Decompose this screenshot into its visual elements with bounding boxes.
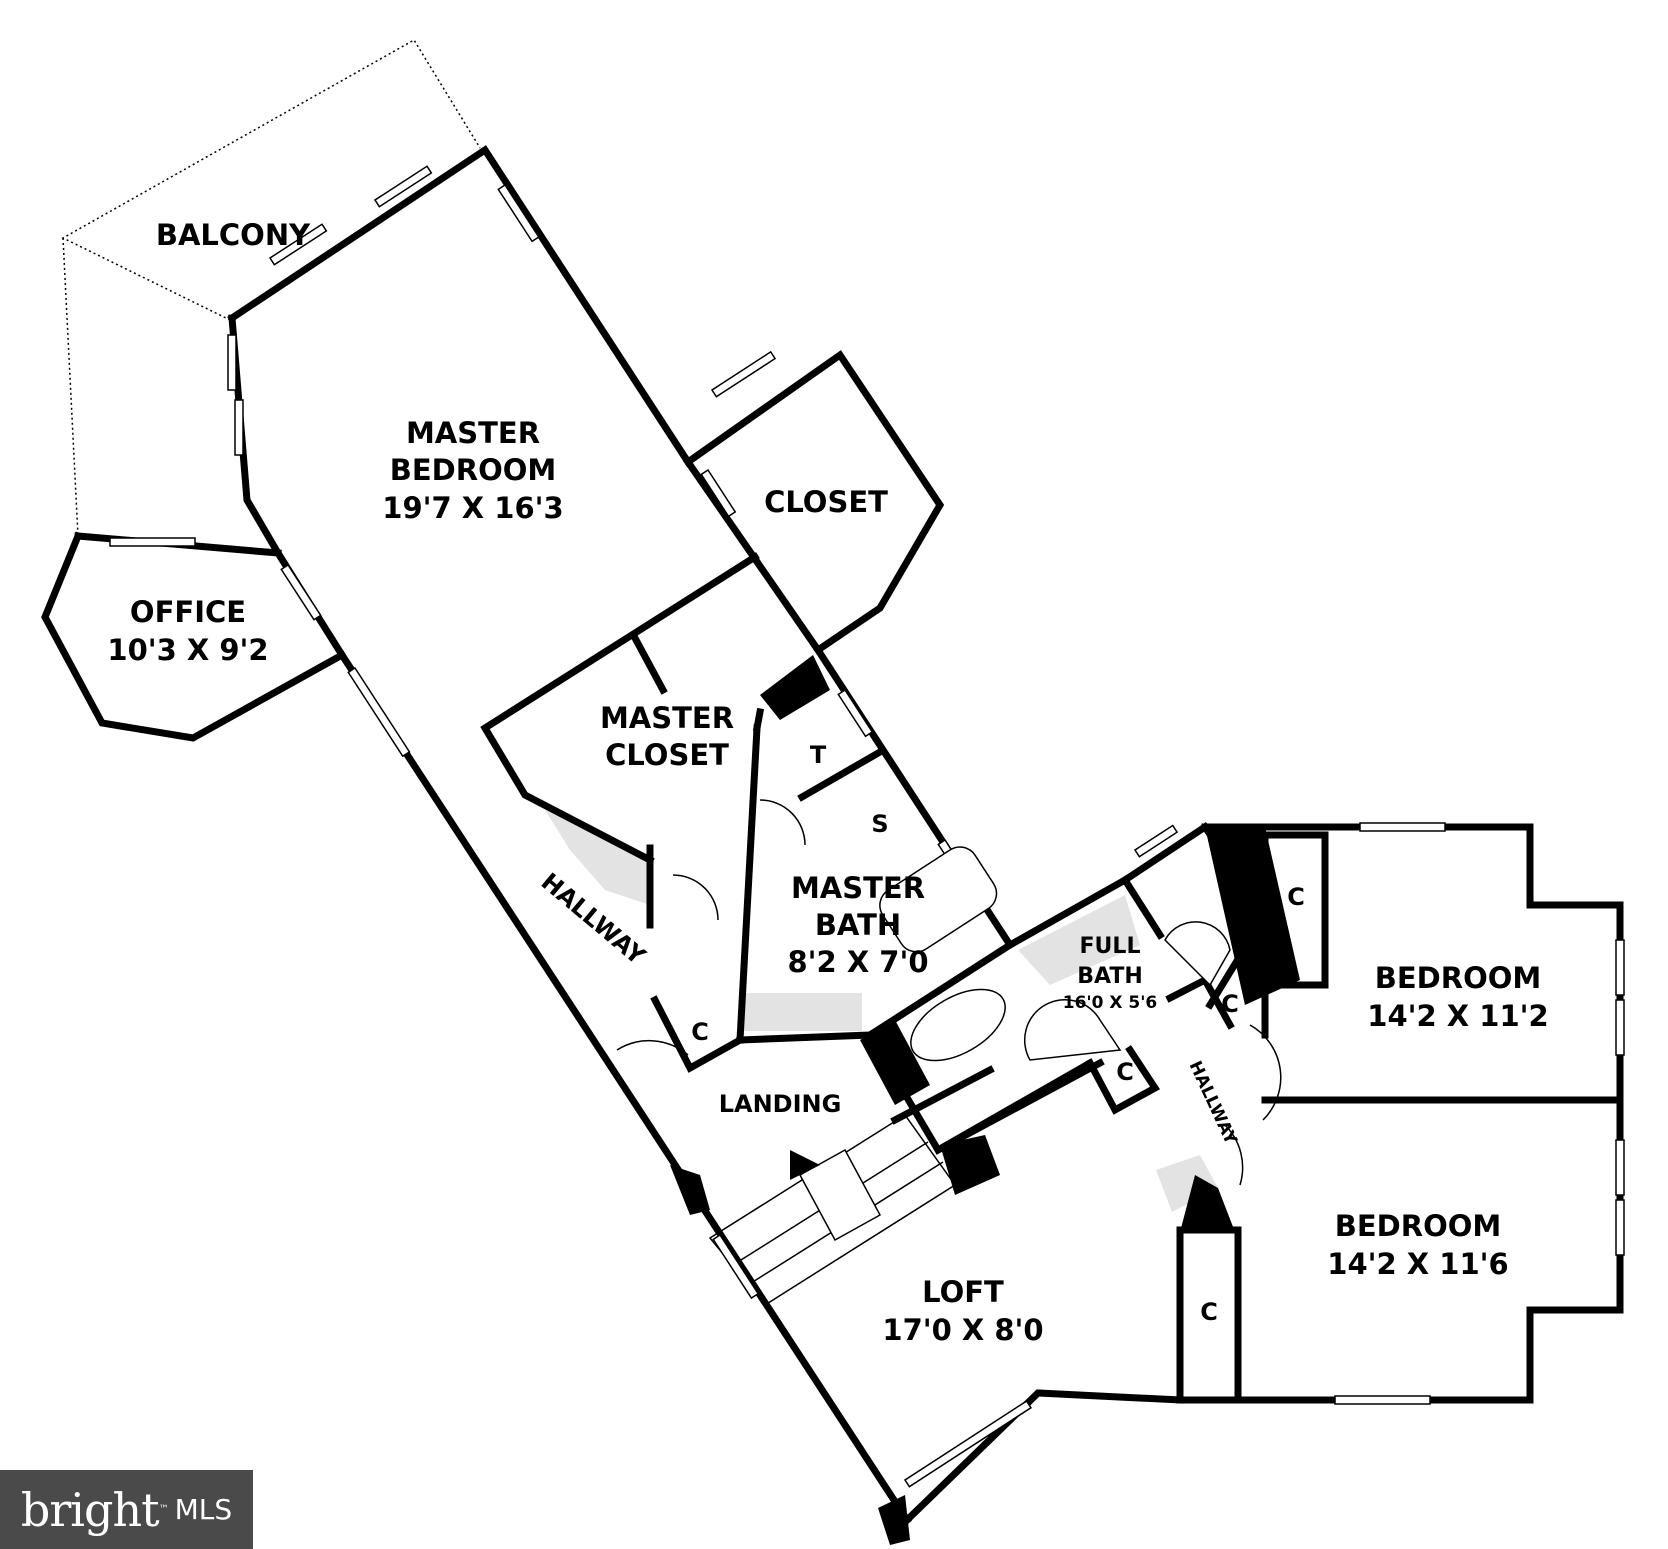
full-bath-size: 16'0 X 5'6 xyxy=(1063,993,1158,1013)
closet-shade xyxy=(1156,1155,1218,1212)
loft-wall xyxy=(902,1389,1184,1525)
window xyxy=(1615,999,1625,1056)
master-bath-door-jamb xyxy=(752,707,765,733)
stair-landing-block xyxy=(798,1148,882,1242)
structural-block xyxy=(860,1020,930,1105)
window xyxy=(700,468,737,518)
bedroom-1-closet xyxy=(1261,831,1329,989)
door-swing xyxy=(616,1039,689,1056)
master-bedroom-label: MASTER xyxy=(406,416,540,450)
hallway-small-label: HALLWAY xyxy=(1185,1058,1241,1148)
closet-c-label: C xyxy=(1221,990,1239,1018)
hallway-closet-2 xyxy=(1085,1045,1161,1115)
bedroom-1-size: 14'2 X 11'2 xyxy=(1367,999,1548,1033)
window xyxy=(1334,1395,1431,1405)
window xyxy=(347,666,411,758)
landing-closet-wall xyxy=(650,995,745,1073)
full-bath-wall-bottom xyxy=(933,1058,1095,1155)
window xyxy=(1133,824,1179,858)
door-swing xyxy=(759,799,806,846)
vanity xyxy=(1023,998,1122,1061)
full-bath-divider xyxy=(1120,875,1165,940)
window xyxy=(227,334,237,391)
door-swing xyxy=(1224,1124,1244,1186)
window xyxy=(710,350,777,398)
shower-label: S xyxy=(871,810,888,838)
bedroom-2-label: BEDROOM xyxy=(1335,1209,1501,1243)
bedroom-1-label: BEDROOM xyxy=(1375,961,1541,995)
closet-wall xyxy=(683,350,945,655)
master-bedroom-label: BEDROOM xyxy=(390,453,556,487)
window xyxy=(837,688,874,738)
full-bath-label: BATH xyxy=(1077,964,1143,989)
master-closet-divider xyxy=(630,633,668,695)
bedroom-2-size: 14'2 X 11'6 xyxy=(1327,1247,1508,1281)
balcony-outline-left xyxy=(62,237,79,537)
master-bath-toilet-wall xyxy=(797,747,885,802)
logo-trademark: ™ xyxy=(158,1504,169,1515)
window xyxy=(1615,939,1625,996)
structural-block xyxy=(940,1135,1000,1195)
door-swing xyxy=(672,874,719,921)
window xyxy=(1359,822,1446,832)
master-bedroom-size: 19'7 X 16'3 xyxy=(382,491,563,525)
bath-counter-shade xyxy=(742,993,862,1031)
window xyxy=(234,399,244,456)
window xyxy=(268,223,328,266)
window xyxy=(280,563,322,621)
office-label: OFFICE xyxy=(130,595,246,629)
bathtub xyxy=(879,846,998,953)
window xyxy=(109,537,196,547)
closet-c-label: C xyxy=(1200,1298,1218,1326)
closet-c-label: C xyxy=(691,1018,709,1046)
master-closet-label: CLOSET xyxy=(605,738,729,772)
master-bath-label: BATH xyxy=(815,908,901,942)
structural-block xyxy=(1180,1175,1235,1232)
master-bath-size: 8'2 X 7'0 xyxy=(787,945,928,979)
window xyxy=(1615,1199,1625,1256)
full-bath-shade xyxy=(1018,895,1140,985)
loft-label: LOFT xyxy=(922,1275,1004,1309)
door-swing xyxy=(1249,1024,1282,1121)
closet-c-label: C xyxy=(1116,1058,1134,1086)
balcony-label: BALCONY xyxy=(156,218,311,252)
structural-block xyxy=(670,1165,710,1215)
landing-label: LANDING xyxy=(719,1090,842,1118)
closet-c-label: C xyxy=(1287,883,1305,911)
master-bath-wall xyxy=(736,645,1015,1044)
logo-suffix: MLS xyxy=(174,1493,233,1526)
landing-wall-2 xyxy=(890,1065,995,1125)
structural-block xyxy=(1205,827,1300,1005)
structural-block xyxy=(790,1150,820,1180)
master-closet-right xyxy=(736,724,761,1044)
master-bath-label: MASTER xyxy=(791,871,925,905)
master-closet-label: MASTER xyxy=(600,701,734,735)
office-wall-outer xyxy=(41,531,347,742)
window xyxy=(712,1233,760,1300)
hallway-shade xyxy=(545,810,650,905)
window xyxy=(1615,1139,1625,1196)
window xyxy=(497,183,540,243)
loft-size: 17'0 X 8'0 xyxy=(882,1313,1043,1347)
full-bath-label: FULL xyxy=(1080,934,1141,959)
bathtub xyxy=(910,988,1006,1062)
window xyxy=(373,165,433,208)
structural-block xyxy=(760,655,830,720)
closet-label: CLOSET xyxy=(764,485,888,519)
master-closet-wall xyxy=(480,552,760,865)
vanity xyxy=(1164,921,1231,987)
structural-block xyxy=(878,1495,910,1545)
office-size: 10'3 X 9'2 xyxy=(107,633,268,667)
logo-brand: bright xyxy=(20,1482,160,1537)
window xyxy=(903,1399,1033,1488)
toilet-label: T xyxy=(810,741,827,769)
master-bedroom-wall xyxy=(227,145,693,467)
